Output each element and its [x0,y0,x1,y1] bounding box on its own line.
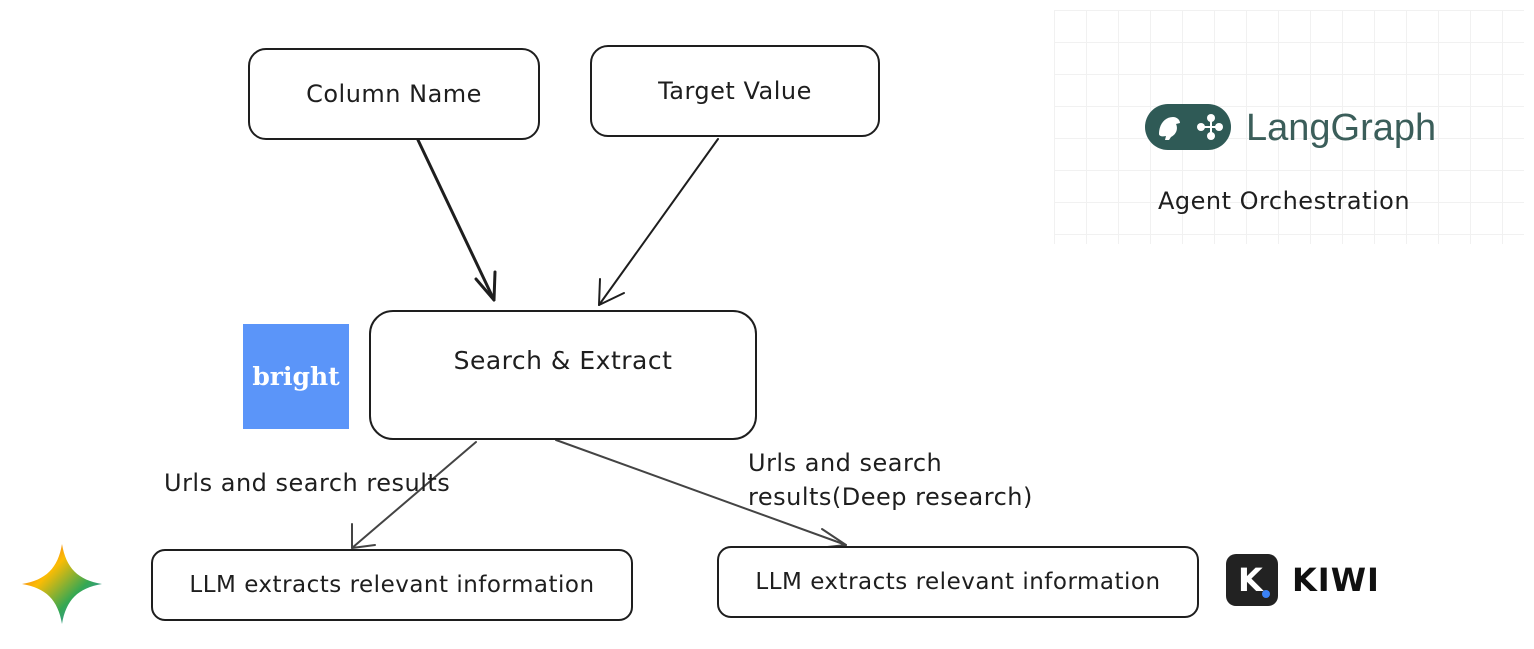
langgraph-wordmark: LangGraph [1246,107,1437,149]
arrow-target-to-search [598,138,719,306]
langgraph-panel [1054,10,1524,244]
kiwi-logo-letter: K [1238,561,1263,599]
bright-logo: bright [243,324,349,429]
edge-label-left: Urls and search results [164,469,451,497]
node-column-name: Column Name [248,48,540,140]
edge-label-right-line1: Urls and search [748,449,943,477]
node-llm-left: LLM extracts relevant information [151,549,633,621]
parrot-graph-icon [1159,114,1223,140]
kiwi-logo-icon: K [1226,554,1278,606]
arrow-search-to-llm-right [555,439,847,546]
langgraph-logo-icon [1145,104,1231,150]
node-target-value: Target Value [590,45,880,137]
arrow-column-to-search [416,138,496,302]
edge-label-right-line2: results(Deep research) [748,483,1033,511]
node-llm-right: LLM extracts relevant information [717,546,1199,618]
arrow-search-to-llm-left [351,441,477,549]
langgraph-caption: Agent Orchestration [1158,187,1411,215]
kiwi-wordmark: KIWI [1292,561,1380,599]
arrowhead-column-to-search [474,270,497,302]
kiwi-logo-dot [1262,590,1270,598]
node-search-extract: Search & Extract [369,310,757,440]
arrowhead-target-to-search [598,278,625,306]
gemini-star-icon [22,544,102,624]
arrowhead-search-to-llm-left [351,523,376,549]
